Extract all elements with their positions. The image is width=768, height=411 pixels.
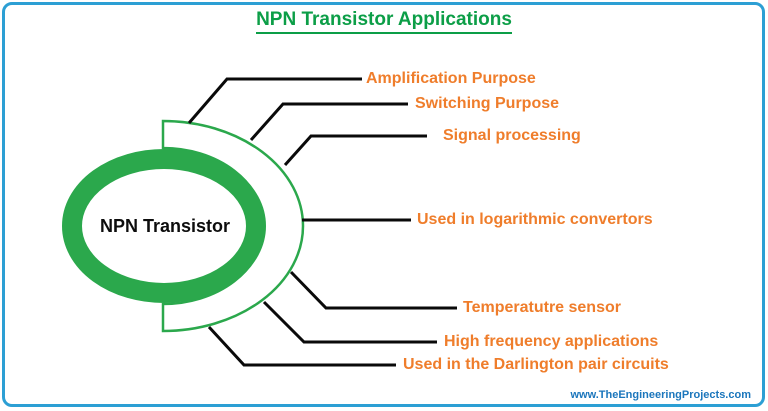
connector-high-frequency bbox=[262, 300, 437, 344]
center-node-label: NPN Transistor bbox=[99, 216, 231, 236]
application-label-logarithmic: Used in logarithmic convertors bbox=[417, 211, 653, 228]
application-label-temperature: Temperatutre sensor bbox=[463, 299, 621, 316]
diagram-title: NPN Transistor Applications bbox=[0, 9, 768, 34]
watermark-text: www.TheEngineeringProjects.com bbox=[570, 389, 751, 401]
application-label-switching: Switching Purpose bbox=[415, 95, 560, 112]
diagram-title-text: NPN Transistor Applications bbox=[256, 9, 512, 34]
application-label-high-frequency: High frequency applications bbox=[444, 333, 659, 350]
connector-switching bbox=[249, 102, 408, 141]
application-label-signal-processing: Signal processing bbox=[443, 127, 581, 144]
application-label-darlington: Used in the Darlington pair circuits bbox=[403, 356, 669, 373]
application-label-amplification: Amplification Purpose bbox=[366, 70, 536, 87]
connector-darlington bbox=[207, 325, 396, 367]
center-ring-shape bbox=[62, 149, 266, 303]
connector-signal-processing bbox=[283, 134, 427, 167]
connector-temperature bbox=[289, 270, 457, 310]
connector-amplification bbox=[187, 77, 362, 124]
